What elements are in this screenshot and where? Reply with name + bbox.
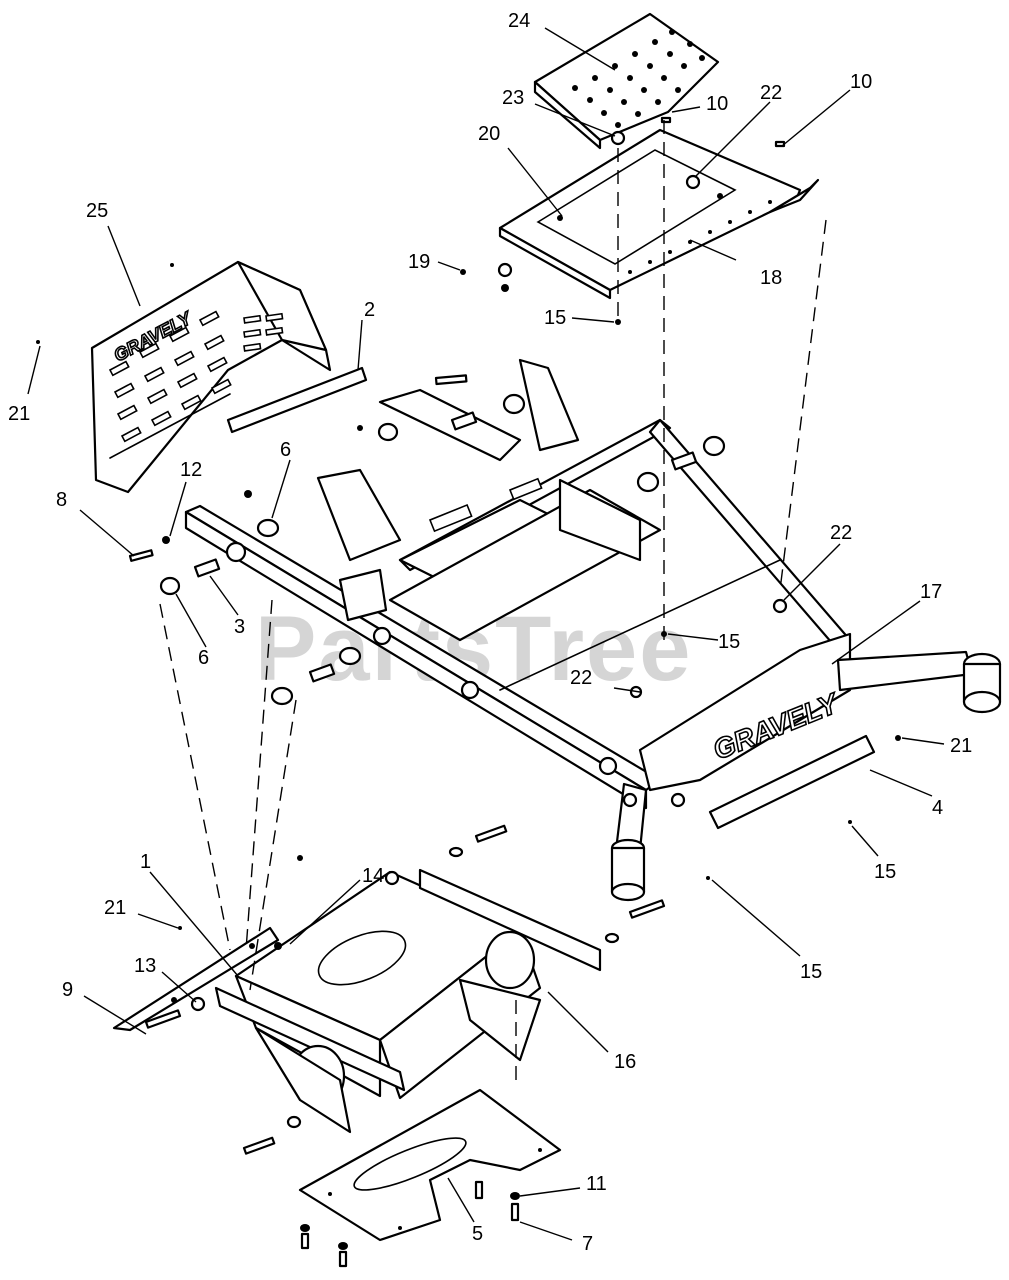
callout-18: 18 [760, 267, 782, 289]
callout-14: 14 [362, 865, 384, 887]
callout-21-lower: 21 [104, 897, 126, 919]
leader-lines [27, 27, 945, 1241]
bottom-plate-part-5[interactable] [242, 1088, 562, 1268]
callout-22-mid: 22 [570, 667, 592, 689]
callout-16: 16 [614, 1051, 636, 1073]
foot-platform-frame-part-18[interactable] [498, 128, 820, 300]
hardware-bushings[interactable] [36, 116, 901, 880]
rear-shield-part-25[interactable]: GRAVELY [90, 260, 332, 494]
callout-24: 24 [508, 10, 530, 32]
callout-6-upper: 6 [280, 439, 291, 461]
callout-17: 17 [920, 581, 942, 603]
assembly-dashed-lines [159, 120, 827, 1080]
transmission-frame-part-16[interactable] [214, 824, 666, 1134]
callout-20: 20 [478, 123, 500, 145]
callout-10-right: 10 [850, 71, 872, 93]
callout-21-left: 21 [8, 403, 30, 425]
callout-25: 25 [86, 200, 108, 222]
foot-plate-part-24[interactable] [533, 12, 720, 150]
callout-22-top: 22 [760, 82, 782, 104]
seal-strip-part-2[interactable] [226, 366, 368, 434]
callout-labels: 24 23 10 22 10 20 18 19 15 25 21 2 6 12 … [8, 10, 972, 1255]
callout-2: 2 [364, 299, 375, 321]
callout-12: 12 [180, 459, 202, 481]
main-frame-part-17[interactable]: GRAVELY [184, 358, 1002, 902]
callout-23: 23 [502, 87, 524, 109]
side-plate-part-1[interactable] [112, 926, 280, 1032]
callout-11: 11 [586, 1173, 607, 1195]
callout-22-right: 22 [830, 522, 852, 544]
callout-4: 4 [932, 797, 943, 819]
callout-8: 8 [56, 489, 67, 511]
callout-21-right: 21 [950, 735, 972, 757]
callout-19: 19 [408, 251, 430, 273]
callout-6-lower: 6 [198, 647, 209, 669]
callout-15-lower: 15 [800, 961, 822, 983]
callout-7: 7 [582, 1233, 593, 1255]
callout-13: 13 [134, 955, 156, 977]
callout-15-right: 15 [874, 861, 896, 883]
callout-9: 9 [62, 979, 73, 1001]
bumper-strip-part-4[interactable] [708, 734, 876, 830]
callout-10-upper: 10 [706, 93, 728, 115]
callout-15-mid: 15 [718, 631, 740, 653]
callout-1: 1 [140, 851, 151, 873]
callout-15-top: 15 [544, 307, 566, 329]
callout-5: 5 [472, 1223, 483, 1245]
callout-3: 3 [234, 616, 245, 638]
